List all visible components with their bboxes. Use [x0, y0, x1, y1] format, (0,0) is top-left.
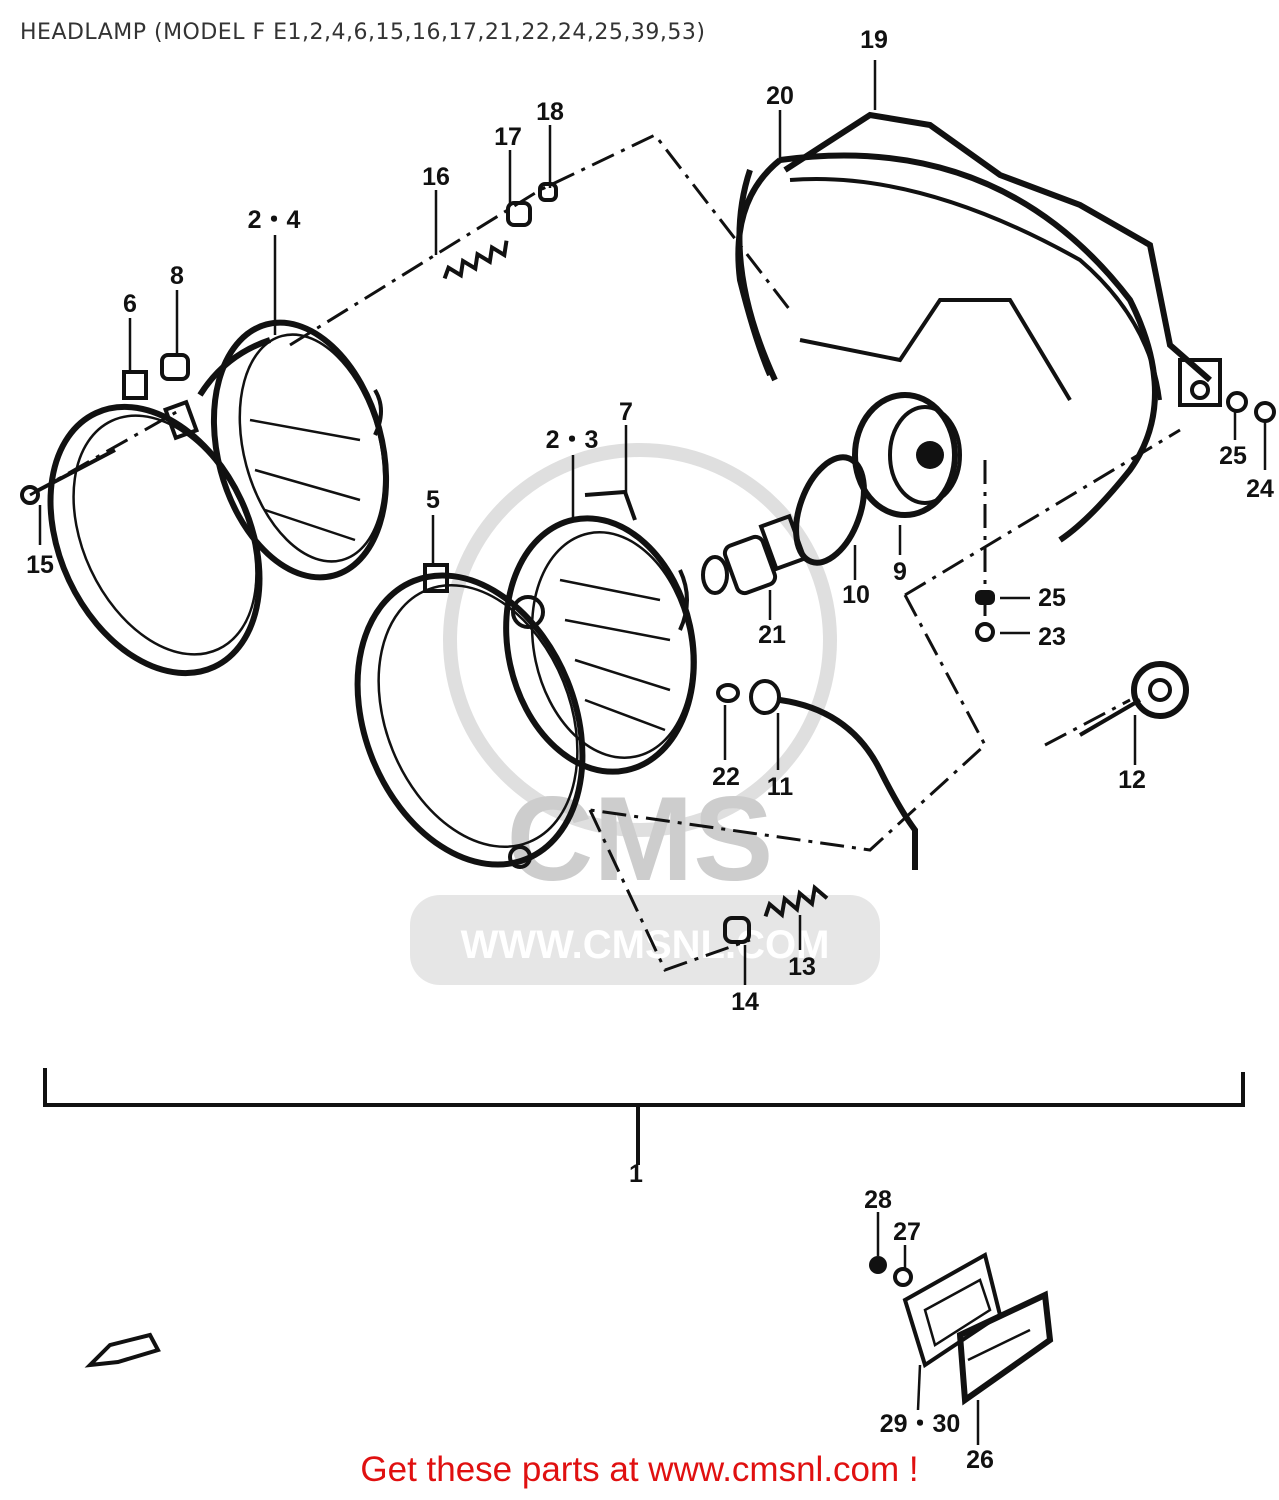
callout-8: 8	[170, 262, 184, 290]
callout-19: 19	[860, 26, 888, 54]
callout-25-lower: 25	[1038, 584, 1066, 612]
part-5-headlamp-rim	[354, 563, 586, 869]
callout-15: 15	[26, 551, 54, 579]
diagram-title: HEADLAMP (MODEL F E1,2,4,6,15,16,17,21,2…	[20, 20, 706, 45]
callout-24: 24	[1246, 475, 1274, 503]
watermark-brand: CMS	[507, 772, 774, 906]
callout-12: 12	[1118, 766, 1146, 794]
part-28-nut	[869, 1256, 887, 1274]
callout-18: 18	[536, 98, 564, 126]
part-10-bulb-holder	[793, 454, 867, 566]
part-23-bolt	[975, 622, 995, 642]
part-25-nut-lower	[975, 590, 995, 605]
callout-6: 6	[123, 290, 137, 318]
callout-leaders	[38, 60, 1267, 985]
part-27-washer	[893, 1267, 913, 1287]
part-11-wire	[749, 679, 918, 870]
callout-21: 21	[758, 621, 786, 649]
part-16-spring	[442, 240, 509, 280]
front-arrow-icon	[84, 1332, 161, 1368]
part-22-grommet	[716, 683, 740, 703]
callout-23: 23	[1038, 623, 1066, 651]
callout-27: 27	[893, 1218, 921, 1246]
callout-2-3: 2・3	[546, 426, 599, 454]
callout-10: 10	[842, 581, 870, 609]
part-14-nut	[723, 916, 751, 944]
callout-26: 26	[966, 1446, 994, 1474]
part-12-adjuster	[1078, 661, 1189, 737]
callout-29-30: 29・30	[880, 1410, 961, 1438]
callout-7: 7	[619, 398, 633, 426]
part-25-nut-upper	[1226, 391, 1248, 413]
callout-2-4: 2・4	[248, 206, 301, 234]
callout-17: 17	[494, 123, 522, 151]
callout-9: 9	[893, 558, 907, 586]
part-26-reflector	[956, 1290, 1054, 1406]
callout-5: 5	[426, 486, 440, 514]
part-2-3-lens-unit	[503, 515, 697, 775]
part-20-rubber-seal	[736, 169, 778, 382]
callout-1: 1	[629, 1160, 643, 1188]
part-19-headlamp-housing	[735, 111, 1222, 543]
part-8-screw	[160, 353, 190, 381]
part-13-spring	[763, 884, 829, 919]
part-29-30-reflector-bracket	[902, 1251, 1003, 1369]
part-1-assembly-bracket	[43, 1068, 1245, 1165]
assembly-guide-lines	[29, 133, 1181, 972]
callout-28: 28	[864, 1186, 892, 1214]
callout-11: 11	[767, 773, 794, 801]
reflector-leaders	[876, 1212, 980, 1445]
part-24-screw	[1254, 401, 1276, 423]
part-6-headlamp-rim	[47, 370, 263, 677]
callout-14: 14	[731, 988, 759, 1016]
part-2-4-lens-unit	[197, 319, 390, 581]
callout-25-upper: 25	[1219, 442, 1247, 470]
watermark-url: WWW.CMSNL.COM	[461, 923, 830, 967]
get-parts-link[interactable]: Get these parts at www.cmsnl.com !	[360, 1450, 919, 1489]
callout-22: 22	[712, 763, 740, 791]
part-17-nut	[506, 201, 532, 227]
cms-watermark: CMS WWW.CMSNL.COM	[410, 443, 880, 985]
part-18-cap	[538, 182, 558, 202]
callout-20: 20	[766, 82, 794, 110]
part-15-screw	[20, 448, 116, 505]
callout-16: 16	[422, 163, 450, 191]
callout-13: 13	[788, 953, 816, 981]
part-9-socket	[852, 392, 962, 518]
